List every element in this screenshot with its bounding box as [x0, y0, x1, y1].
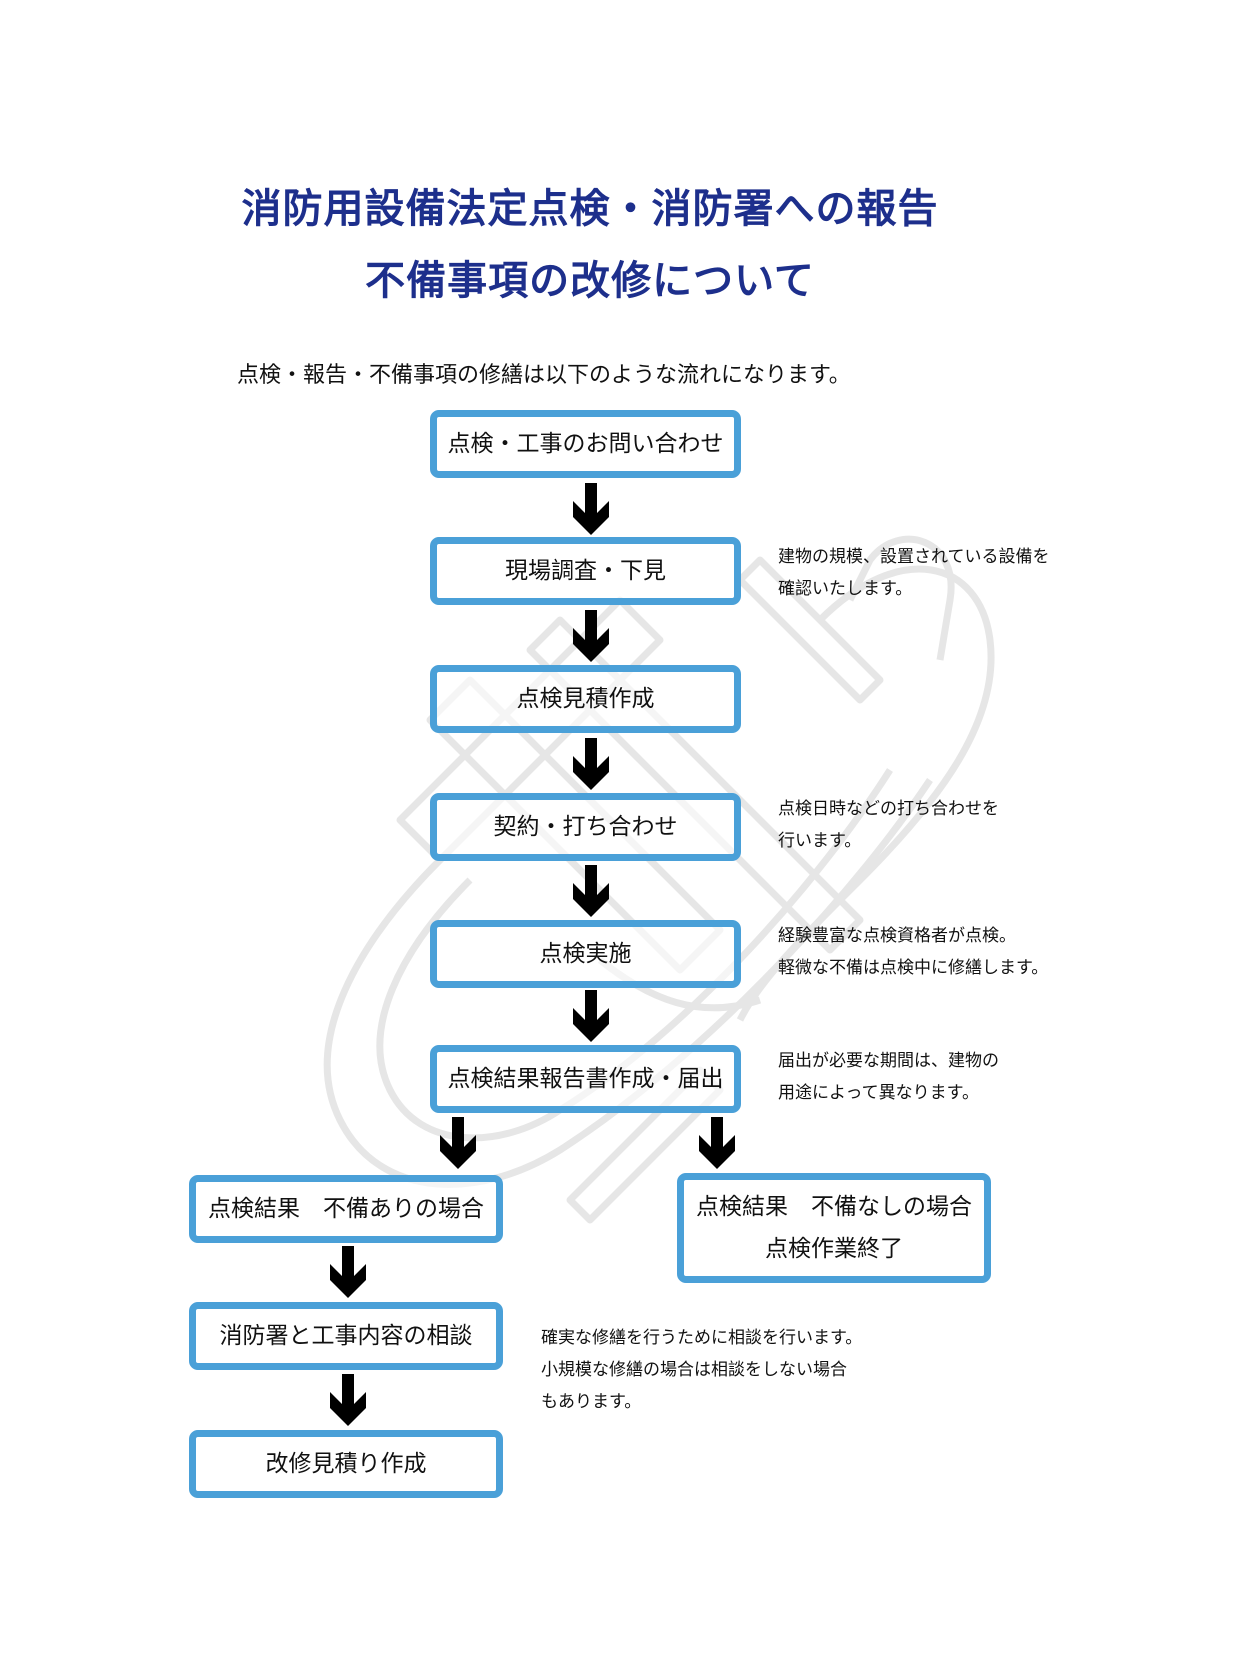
note-line: 確実な修繕を行うために相談を行います。 — [541, 1328, 863, 1348]
note-consult: 確実な修繕を行うために相談を行います。 小規模な修繕の場合は相談をしない場合 も… — [541, 1322, 862, 1418]
note-line: 行います。 — [778, 831, 862, 851]
step-label-line1: 点検結果 不備なしの場合 — [696, 1194, 972, 1220]
step-inspection: 点検実施 — [430, 920, 741, 988]
note-line: もあります。 — [541, 1392, 642, 1412]
down-arrow-icon — [699, 1117, 735, 1169]
step-report: 点検結果報告書作成・届出 — [430, 1045, 741, 1113]
note-line: 建物の規模、設置されている設備を — [778, 547, 1050, 567]
note-contract: 点検日時などの打ち合わせを 行います。 — [778, 793, 999, 857]
step-label: 契約・打ち合わせ — [493, 814, 678, 840]
down-arrow-icon — [440, 1117, 476, 1169]
note-line: 用途によって異なります。 — [778, 1083, 979, 1103]
down-arrow-icon — [573, 865, 609, 917]
note-report: 届出が必要な期間は、建物の 用途によって異なります。 — [778, 1045, 999, 1109]
down-arrow-icon — [330, 1246, 366, 1298]
intro-text: 点検・報告・不備事項の修繕は以下のような流れになります。 — [237, 363, 851, 388]
down-arrow-icon — [573, 483, 609, 535]
note-inspection: 経験豊富な点検資格者が点検。 軽微な不備は点検中に修繕します。 — [778, 920, 1048, 984]
down-arrow-icon — [573, 738, 609, 790]
step-inquiry: 点検・工事のお問い合わせ — [430, 410, 741, 478]
down-arrow-icon — [330, 1374, 366, 1426]
step-label: 点検実施 — [539, 941, 632, 967]
note-line: 経験豊富な点検資格者が点検。 — [778, 926, 1016, 946]
step-site-survey: 現場調査・下見 — [430, 537, 741, 605]
note-line: 小規模な修繕の場合は相談をしない場合 — [541, 1360, 847, 1380]
branch-no-defect: 点検結果 不備なしの場合 点検作業終了 — [677, 1173, 991, 1283]
step-label: 点検結果 不備ありの場合 — [208, 1196, 484, 1222]
step-fire-dept-consult: 消防署と工事内容の相談 — [189, 1302, 503, 1370]
note-site-survey: 建物の規模、設置されている設備を 確認いたします。 — [778, 541, 1050, 605]
step-contract: 契約・打ち合わせ — [430, 793, 741, 861]
note-line: 点検日時などの打ち合わせを — [778, 799, 999, 819]
note-line: 軽微な不備は点検中に修繕します。 — [778, 958, 1049, 978]
note-line: 届出が必要な期間は、建物の — [778, 1051, 999, 1071]
step-label: 消防署と工事内容の相談 — [219, 1323, 473, 1349]
step-label: 点検見積作成 — [516, 686, 655, 712]
branch-defect-found: 点検結果 不備ありの場合 — [189, 1175, 503, 1243]
down-arrow-icon — [573, 990, 609, 1042]
note-line: 確認いたします。 — [778, 579, 913, 599]
page-subtitle: 不備事項の改修について — [365, 258, 815, 304]
step-label: 現場調査・下見 — [505, 558, 666, 584]
step-estimate: 点検見積作成 — [430, 665, 741, 733]
page-title: 消防用設備法定点検・消防署への報告 — [241, 186, 939, 232]
step-repair-estimate: 改修見積り作成 — [189, 1430, 503, 1498]
step-label: 点検・工事のお問い合わせ — [447, 431, 724, 457]
down-arrow-icon — [573, 610, 609, 662]
step-label-line2: 点検作業終了 — [765, 1236, 903, 1262]
step-label: 改修見積り作成 — [265, 1451, 427, 1477]
step-label: 点検結果報告書作成・届出 — [447, 1066, 724, 1092]
